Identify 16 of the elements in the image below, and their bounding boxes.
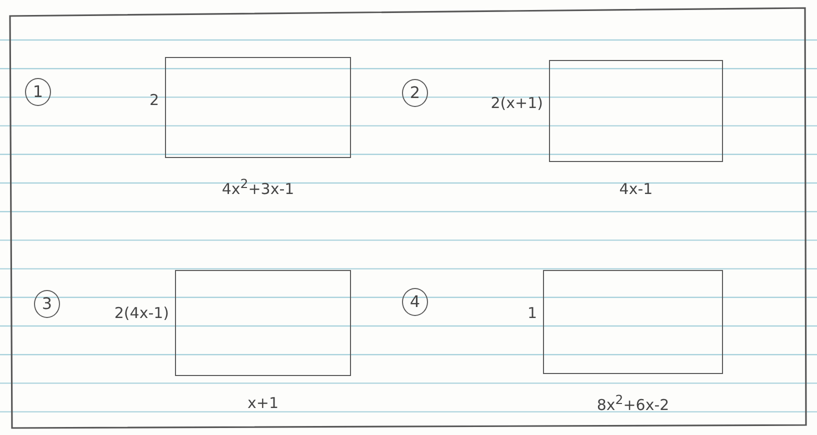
circled-number: 4	[402, 288, 428, 316]
answer-rectangle	[549, 60, 723, 162]
side-length-label: 2(4x-1)	[114, 306, 169, 321]
side-length-label: 1	[527, 306, 537, 321]
side-length-label: 4x$^{2}$+3x-1	[222, 178, 294, 197]
answer-rectangle	[175, 270, 351, 376]
answer-rectangle	[543, 270, 723, 374]
circled-number: 2	[402, 79, 428, 107]
side-length-label: 2(x+1)	[490, 96, 543, 111]
side-length-label: 2	[149, 93, 159, 108]
circled-number: 1	[25, 78, 51, 106]
side-length-label: 8x$^{2}$+6x-2	[596, 394, 670, 413]
circled-number: 3	[34, 290, 60, 318]
answer-rectangle	[165, 57, 351, 158]
side-length-label: 4x-1	[619, 182, 653, 197]
side-length-label: x+1	[248, 396, 278, 411]
